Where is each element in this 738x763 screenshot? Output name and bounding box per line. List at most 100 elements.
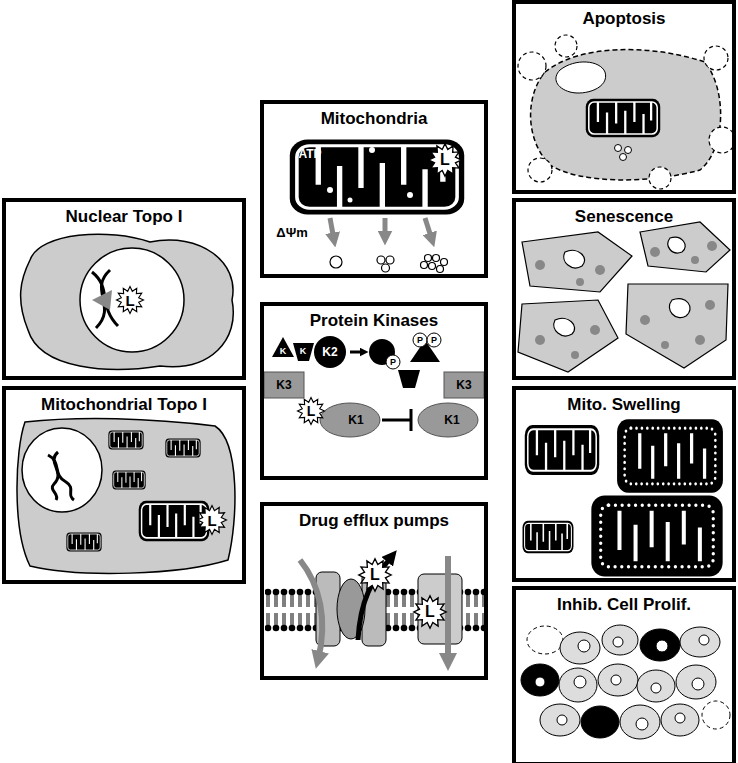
drawing-part bbox=[298, 398, 325, 425]
nuclear-cell-art bbox=[21, 234, 234, 369]
drawing-part bbox=[407, 192, 413, 198]
drawing-part bbox=[699, 635, 709, 645]
drawing-part bbox=[586, 99, 660, 137]
drawing-part bbox=[290, 140, 464, 215]
drawing-part bbox=[560, 632, 600, 664]
symbol-label: P bbox=[431, 336, 437, 345]
drawing-part bbox=[429, 263, 436, 270]
panel-title: Apoptosis bbox=[516, 4, 732, 29]
panel-title: Nuclear Topo I bbox=[6, 202, 242, 227]
drawing-part bbox=[92, 290, 112, 310]
drawing-part bbox=[386, 256, 394, 264]
drawing-part bbox=[17, 419, 235, 574]
symbol-label: K2 bbox=[322, 346, 337, 358]
drawing-part bbox=[418, 403, 478, 437]
drawing-part bbox=[591, 495, 722, 576]
drawing-part bbox=[108, 430, 143, 449]
drawing-part bbox=[433, 255, 440, 262]
drawing-part bbox=[613, 637, 623, 647]
drawing-part bbox=[398, 370, 420, 388]
panel-box: Protein Kinases bbox=[260, 302, 488, 480]
drawing-part bbox=[414, 596, 446, 628]
drawing-part bbox=[626, 284, 728, 368]
drawing-part bbox=[272, 337, 294, 357]
drawing-part bbox=[330, 256, 342, 268]
drawing-part bbox=[680, 627, 720, 657]
panel-title: Protein Kinases bbox=[264, 306, 484, 331]
drawing-part bbox=[637, 670, 675, 702]
drawing-part bbox=[518, 52, 546, 80]
symbol-label: K bbox=[300, 347, 307, 356]
drawing-part bbox=[314, 336, 346, 368]
drawing-part bbox=[22, 428, 102, 512]
drawing-part bbox=[564, 250, 585, 267]
drawing-part bbox=[651, 683, 661, 693]
drawing-part bbox=[358, 556, 392, 640]
drawing-part bbox=[617, 419, 723, 492]
drawing-part bbox=[595, 265, 605, 275]
drawing-part bbox=[571, 351, 579, 359]
drawing-part bbox=[535, 635, 709, 730]
drawing-part bbox=[535, 677, 545, 687]
symbol-label: L bbox=[440, 152, 450, 168]
drawing-part bbox=[80, 248, 184, 352]
drawing-part bbox=[691, 256, 699, 264]
senescent-cells-art bbox=[518, 222, 730, 372]
drawing-part bbox=[540, 704, 580, 736]
drawing-part bbox=[52, 452, 58, 500]
symbol-label: K bbox=[280, 347, 287, 356]
panel-box: Mitochondrial Topo I bbox=[2, 386, 246, 584]
drawing-part bbox=[695, 335, 705, 345]
symbol-label: K3 bbox=[276, 379, 291, 391]
drawing-part bbox=[198, 506, 227, 535]
drawing-part bbox=[441, 259, 448, 266]
symbol-label: L bbox=[207, 513, 216, 528]
drawing-part bbox=[650, 247, 660, 257]
symbol-label: ΔΨm bbox=[276, 226, 307, 239]
drawing-part bbox=[429, 144, 461, 176]
panel-box: Mitochondria bbox=[260, 100, 488, 278]
drawing-part bbox=[382, 264, 390, 272]
drawing-part bbox=[528, 158, 552, 182]
symbol-label: K1 bbox=[444, 414, 459, 426]
drawing-part bbox=[421, 262, 428, 269]
drawing-part bbox=[554, 318, 575, 335]
membrane-pump-art bbox=[265, 556, 484, 662]
drawing-part bbox=[661, 341, 669, 349]
drawing-part bbox=[66, 532, 101, 551]
drawing-part bbox=[602, 625, 638, 655]
drawing-part bbox=[522, 232, 632, 292]
drawing-part bbox=[620, 705, 660, 739]
drawing-part bbox=[427, 333, 441, 347]
symbol-label: ATP bbox=[298, 148, 321, 160]
drawing-part bbox=[668, 237, 685, 253]
drawing-part bbox=[640, 222, 730, 272]
symbol-label: L bbox=[307, 404, 316, 418]
drawing-part bbox=[611, 675, 621, 685]
drawing-part bbox=[705, 300, 715, 310]
drawing-part bbox=[531, 50, 721, 180]
drawing-part bbox=[117, 287, 144, 314]
drawing-part bbox=[620, 154, 627, 161]
drawing-part bbox=[445, 556, 451, 662]
drawing-part bbox=[300, 560, 322, 660]
drawing-part bbox=[636, 718, 648, 730]
drawing-part bbox=[112, 470, 145, 489]
drawing-part bbox=[535, 260, 545, 270]
drawing-part bbox=[692, 678, 704, 690]
drawing-part bbox=[574, 676, 586, 688]
drawing-part bbox=[48, 455, 74, 500]
drawing-part bbox=[527, 626, 563, 654]
drawing-part bbox=[525, 425, 599, 475]
panel-title: Mitochondrial Topo I bbox=[6, 390, 242, 415]
drawing-part bbox=[383, 218, 388, 238]
drawing-part bbox=[535, 241, 717, 359]
symbol-label: K1 bbox=[348, 414, 363, 426]
drawing-part bbox=[521, 664, 559, 696]
drawing-part bbox=[704, 46, 728, 70]
drawing-part bbox=[702, 701, 730, 729]
symbol-label: P bbox=[417, 336, 423, 345]
drawing-part bbox=[640, 315, 650, 325]
drawing-part bbox=[676, 665, 716, 699]
drawing-part bbox=[615, 145, 622, 152]
